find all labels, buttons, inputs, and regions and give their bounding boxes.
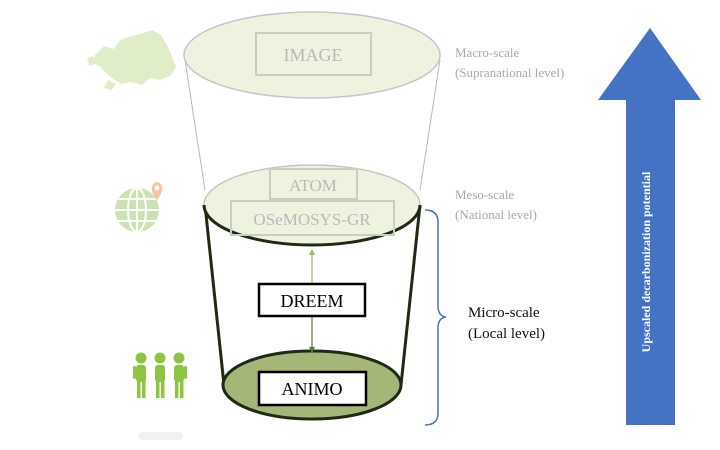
meso-model-box-top bbox=[269, 168, 358, 200]
meso-model-box-bottom bbox=[230, 200, 395, 236]
europe-map-icon bbox=[87, 30, 176, 90]
meso-model-label-top: ATOM bbox=[289, 176, 337, 195]
cup-left-line bbox=[203, 204, 226, 386]
meso-scale-sublabel: (National level) bbox=[455, 207, 537, 222]
micro-scale-label: Micro-scale bbox=[468, 305, 540, 321]
micro-model-box-bottom bbox=[257, 370, 368, 407]
macro-scale-sublabel: (Supranational level) bbox=[455, 65, 564, 80]
upscaling-arrow-label: Upscaled decarbonization potential bbox=[639, 171, 653, 352]
micro-scale-bracket bbox=[424, 209, 447, 426]
micro-model-label-top: DREEM bbox=[281, 291, 344, 311]
macro-scale-label: Macro-scale bbox=[455, 45, 519, 60]
people-group-icon bbox=[133, 352, 187, 398]
funnel-right-line bbox=[419, 59, 441, 191]
connector-down-arrowhead bbox=[309, 347, 315, 353]
macro-model-label: IMAGE bbox=[284, 45, 343, 65]
micro-model-label-bottom: ANIMO bbox=[282, 379, 343, 399]
meso-scale-label: Meso-scale bbox=[455, 187, 514, 202]
macro-model-box bbox=[255, 32, 372, 76]
micro-model-box-top bbox=[257, 282, 367, 318]
macro-ellipse bbox=[183, 11, 441, 99]
micro-scale-sublabel: (Local level) bbox=[468, 326, 545, 342]
funnel-left-line bbox=[184, 59, 206, 191]
meso-ellipse-lower-rim bbox=[202, 204, 422, 247]
globe-pin-icon bbox=[115, 182, 163, 233]
connector-up-arrowhead bbox=[309, 249, 315, 255]
upscaling-arrow bbox=[598, 28, 701, 425]
decorative-smudge bbox=[138, 432, 183, 440]
meso-model-label-bottom: OSeMOSYS-GR bbox=[253, 210, 371, 229]
cup-right-line bbox=[399, 204, 422, 386]
